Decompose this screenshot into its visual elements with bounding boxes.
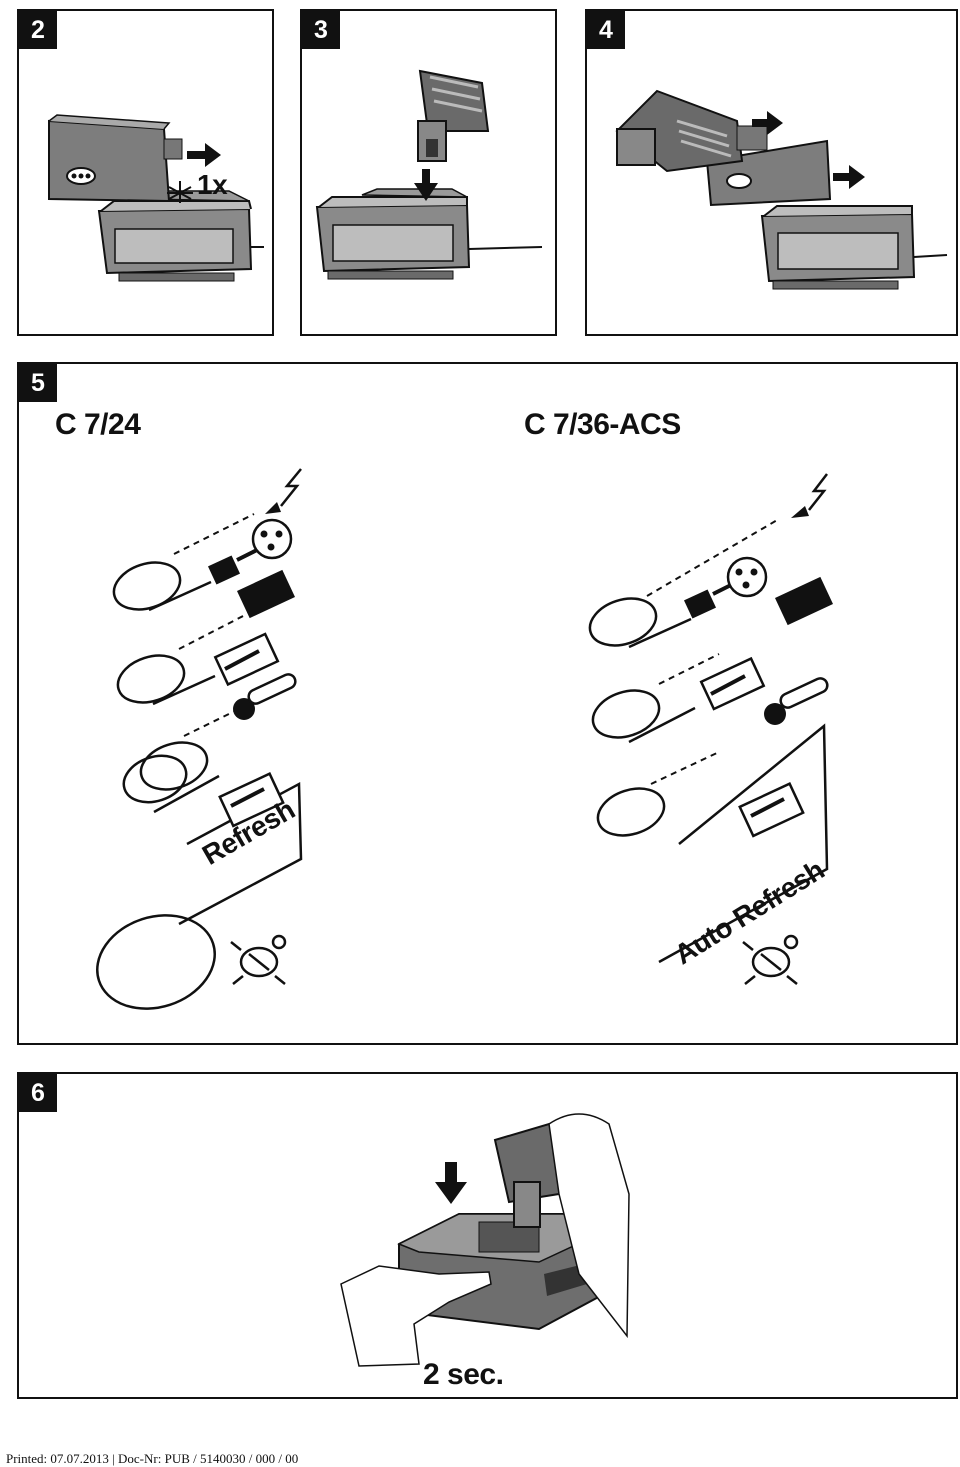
lightning-icon [808, 473, 828, 511]
panel-number: 2 [19, 11, 57, 49]
panel-4: 4 [585, 9, 958, 336]
charger-icon [97, 190, 264, 282]
panel-number: 3 [302, 11, 340, 49]
charger-icon [760, 205, 948, 290]
panel-4-illustration [615, 89, 948, 290]
socket-icon [251, 518, 293, 560]
plug-icon [207, 548, 258, 585]
battery-icon [493, 1122, 566, 1228]
right-led-chart [588, 473, 833, 985]
panel-number: 5 [19, 364, 57, 402]
count-badge: 1x [197, 169, 228, 200]
battery-icon [775, 576, 833, 626]
arrow-right-icon [833, 165, 865, 189]
battery-flashing-icon [218, 772, 285, 828]
left-model-title: C 7/24 [55, 408, 141, 441]
panel-2-illustration [48, 114, 264, 282]
left-led-chart [96, 468, 303, 1010]
battery-icon [417, 69, 490, 162]
panel-number: 6 [19, 1074, 57, 1112]
panel-3: 3 [300, 9, 557, 336]
panel-5-illustration [96, 468, 833, 1010]
panel-2: 2 1x [17, 9, 274, 336]
adapter-icon [615, 89, 768, 173]
charger-icon [315, 188, 543, 280]
press-duration-caption: 2 sec. [423, 1358, 504, 1391]
turtle-icon [230, 934, 287, 985]
hand-icon [340, 1113, 630, 1367]
panel-5: 5 C 7/24 C 7/36-ACS [17, 362, 958, 1045]
plug-icon [683, 582, 734, 619]
print-footer: Printed: 07.07.2013 | Doc-Nr: PUB / 5140… [6, 1451, 299, 1466]
arrow-down-icon [414, 169, 438, 201]
panel-6-illustration [340, 1113, 630, 1367]
panel-number: 4 [587, 11, 625, 49]
lightning-icon [280, 468, 302, 507]
arrow-right-icon [752, 111, 783, 135]
battery-flashing-icon [738, 782, 805, 838]
right-model-title: C 7/36-ACS [524, 408, 681, 441]
panel-3-illustration [315, 69, 543, 280]
turtle-icon [742, 934, 799, 985]
spark-icon [167, 181, 193, 203]
arrow-down-icon [435, 1162, 467, 1204]
thermometer-icon [233, 673, 297, 720]
battery-icon [48, 114, 183, 203]
arrow-right-icon [187, 143, 221, 167]
socket-icon [726, 556, 768, 598]
thermometer-icon [764, 677, 829, 725]
battery-arrow-icon [213, 632, 280, 687]
battery-arrow-icon [699, 656, 766, 711]
battery-icon [237, 569, 295, 619]
panel-6: 6 2 sec. [17, 1072, 958, 1399]
